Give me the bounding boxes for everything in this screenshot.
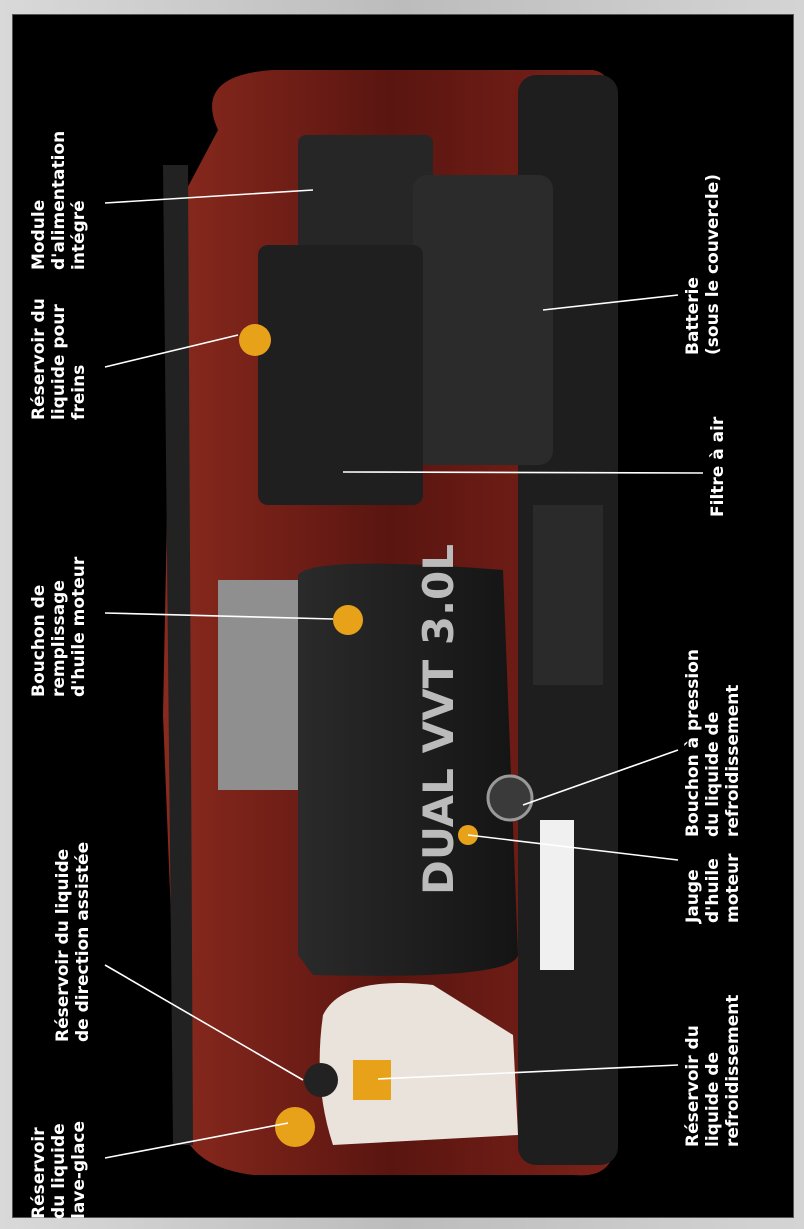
oil-fill-cap — [333, 605, 363, 635]
label-reservoir-direction: Réservoir du liquide de direction assist… — [53, 841, 93, 1042]
label-reservoir-refroidissement: Réservoir du liquide de refroidissement — [683, 994, 743, 1147]
engine-bay-photo: DUAL VVT 3.0L — [104, 70, 704, 1176]
leader-lines — [104, 189, 704, 1159]
coolant-reservoir — [319, 983, 518, 1145]
label-bouchon-pression: Bouchon à pression du liquide de refroid… — [683, 649, 743, 837]
label-bouchon-huile: Bouchon de remplissage d'huile moteur — [29, 556, 89, 697]
steering-cap — [304, 1063, 338, 1097]
heat-shield — [218, 580, 303, 790]
radiator-cap — [486, 774, 534, 822]
power-module — [298, 135, 433, 265]
label-batterie: Batterie (sous le couvercle) — [683, 173, 723, 355]
battery-cover — [413, 175, 553, 465]
washer-cap — [275, 1107, 315, 1147]
label-reservoir-freins: Réservoir du liquide pour freins — [29, 298, 89, 420]
engine-cover-text: DUAL VVT 3.0L — [414, 544, 463, 895]
label-jauge-huile: Jauge d'huile moteur — [683, 853, 743, 923]
engine-cover — [298, 563, 518, 976]
photo-panel: DUAL VVT 3.0L — [12, 14, 794, 1219]
warning-label — [540, 820, 574, 970]
label-module-alimentation: Module d'alimentation intégré — [29, 130, 89, 270]
label-reservoir-lave-glace: Réservoir du liquide lave-glace — [29, 1120, 89, 1219]
air-filter-box — [258, 245, 423, 505]
brake-cap — [239, 324, 271, 356]
label-filtre-air: Filtre à air — [708, 416, 728, 517]
